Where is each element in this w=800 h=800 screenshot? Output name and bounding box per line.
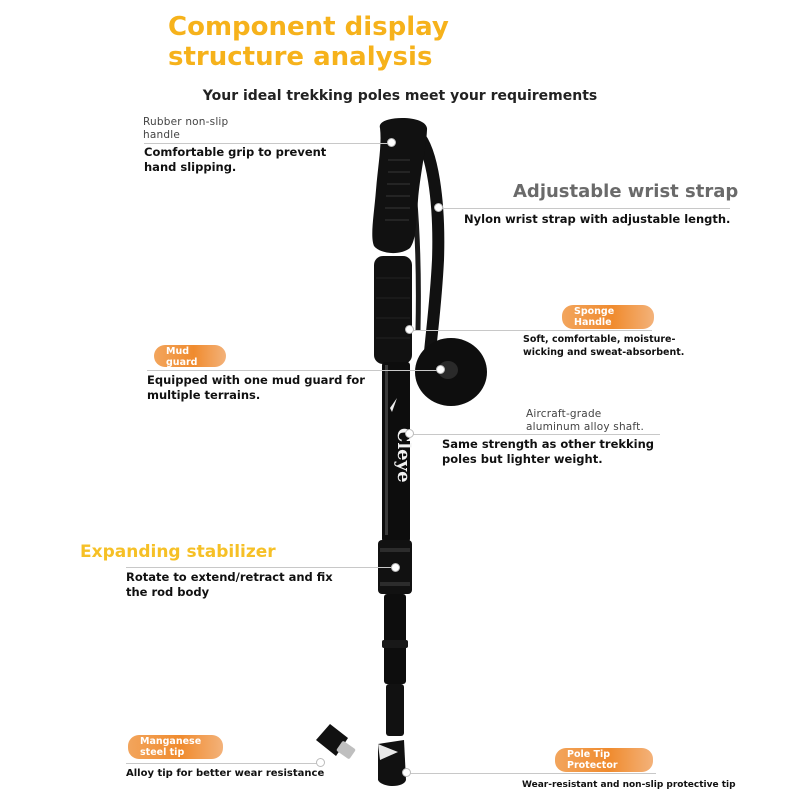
sponge-handle-marker — [405, 325, 414, 334]
shaft-marker — [405, 429, 414, 438]
tip-protector-marker — [402, 768, 411, 777]
mud-guard-badge: Mud guard — [154, 345, 226, 368]
lower-shaft — [384, 594, 406, 684]
bottom-shaft — [386, 684, 404, 736]
brand-label: Cleye — [393, 428, 414, 483]
steel-tip-piece — [316, 724, 356, 759]
shaft-description: Same strength as other trekking poles bu… — [442, 437, 655, 466]
handle-leader-line — [144, 143, 389, 144]
shaft-leader-line — [412, 434, 660, 435]
tip-protector-leader-line — [406, 773, 656, 774]
shaft-label: Aircraft-grade aluminum alloy shaft. — [526, 408, 644, 433]
steel-tip-description: Alloy tip for better wear resistance — [126, 768, 325, 779]
steel-tip-leader-line — [126, 763, 321, 764]
handle-label: Rubber non-slip handle — [143, 116, 229, 141]
mud-guard-description: Equipped with one mud guard for multiple… — [147, 373, 365, 402]
sponge-handle-leader-line — [412, 330, 652, 331]
wrist-strap-marker — [434, 203, 443, 212]
sponge-handle — [374, 256, 412, 364]
stabilizer-description: Rotate to extend/retract and fix the rod… — [126, 570, 333, 599]
mud-guard-leader-line — [147, 370, 439, 371]
wrist-strap-leader-line — [440, 208, 730, 209]
stabilizer-leader-line — [126, 567, 396, 568]
tip-protector-description: Wear-resistant and non-slip protective t… — [522, 780, 736, 790]
tip-protector-badge: Pole Tip Protector — [555, 748, 653, 772]
upper-shaft — [382, 362, 410, 542]
sponge-handle-description: Soft, comfortable, moisture-wicking and … — [523, 334, 685, 358]
handle-description: Comfortable grip to prevent hand slippin… — [144, 145, 327, 174]
wrist-strap-description: Nylon wrist strap with adjustable length… — [464, 212, 731, 226]
steel-tip-marker — [316, 758, 325, 767]
wrist-strap-heading: Adjustable wrist strap — [513, 181, 739, 202]
stabilizer-marker — [391, 563, 400, 572]
mud-guard-marker — [436, 365, 445, 374]
wrist-strap-band — [413, 130, 445, 353]
page-title: Component display structure analysis — [168, 12, 449, 72]
steel-tip-badge: Manganese steel tip — [128, 735, 223, 759]
handle-marker — [387, 138, 396, 147]
sponge-handle-badge: Sponge Handle — [562, 305, 654, 329]
page-subtitle: Your ideal trekking poles meet your requ… — [202, 88, 598, 104]
stabilizer-heading: Expanding stabilizer — [80, 542, 276, 562]
